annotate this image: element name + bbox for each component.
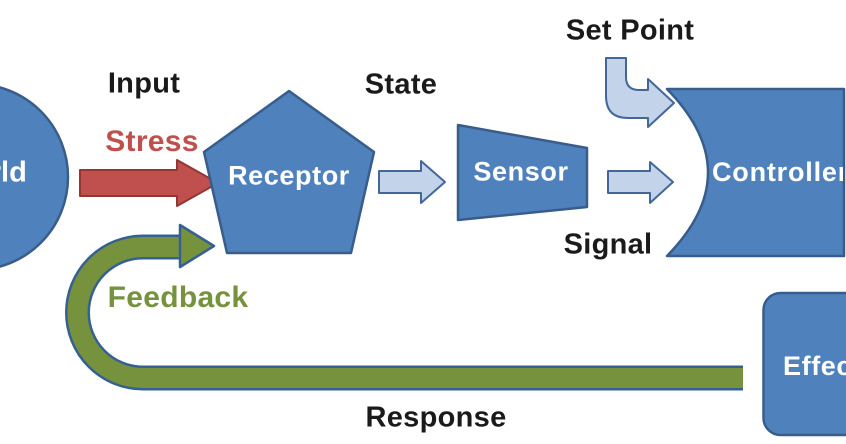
receptor-to-sensor-arrow [378,160,446,204]
receptor-label: Receptor [228,160,350,191]
controller-label: Controller [712,157,843,187]
signal-label: Signal [563,228,653,261]
controller-label-clip: Controller [712,154,843,190]
stress-label: Stress [105,125,199,158]
feedback-arrow [67,237,743,388]
sensor-to-controller-arrow [607,161,674,204]
set-point-label: Set Point [565,14,695,47]
state-label: State [364,68,438,101]
world-label: World [0,156,27,189]
effector-label: Effector [783,351,846,381]
set-point-arrow [605,57,675,128]
controller-shape [665,87,846,258]
feedback-arrowhead [178,223,216,269]
effector-rect [762,291,846,437]
sensor-trapezoid [456,123,589,222]
feedback-label: Feedback [107,281,249,314]
receptor-pentagon [202,89,376,255]
stress-arrow [79,159,219,207]
sensor-label: Sensor [473,156,569,187]
response-label: Response [365,401,507,434]
world-circle [0,86,70,268]
input-label: Input [107,67,181,100]
